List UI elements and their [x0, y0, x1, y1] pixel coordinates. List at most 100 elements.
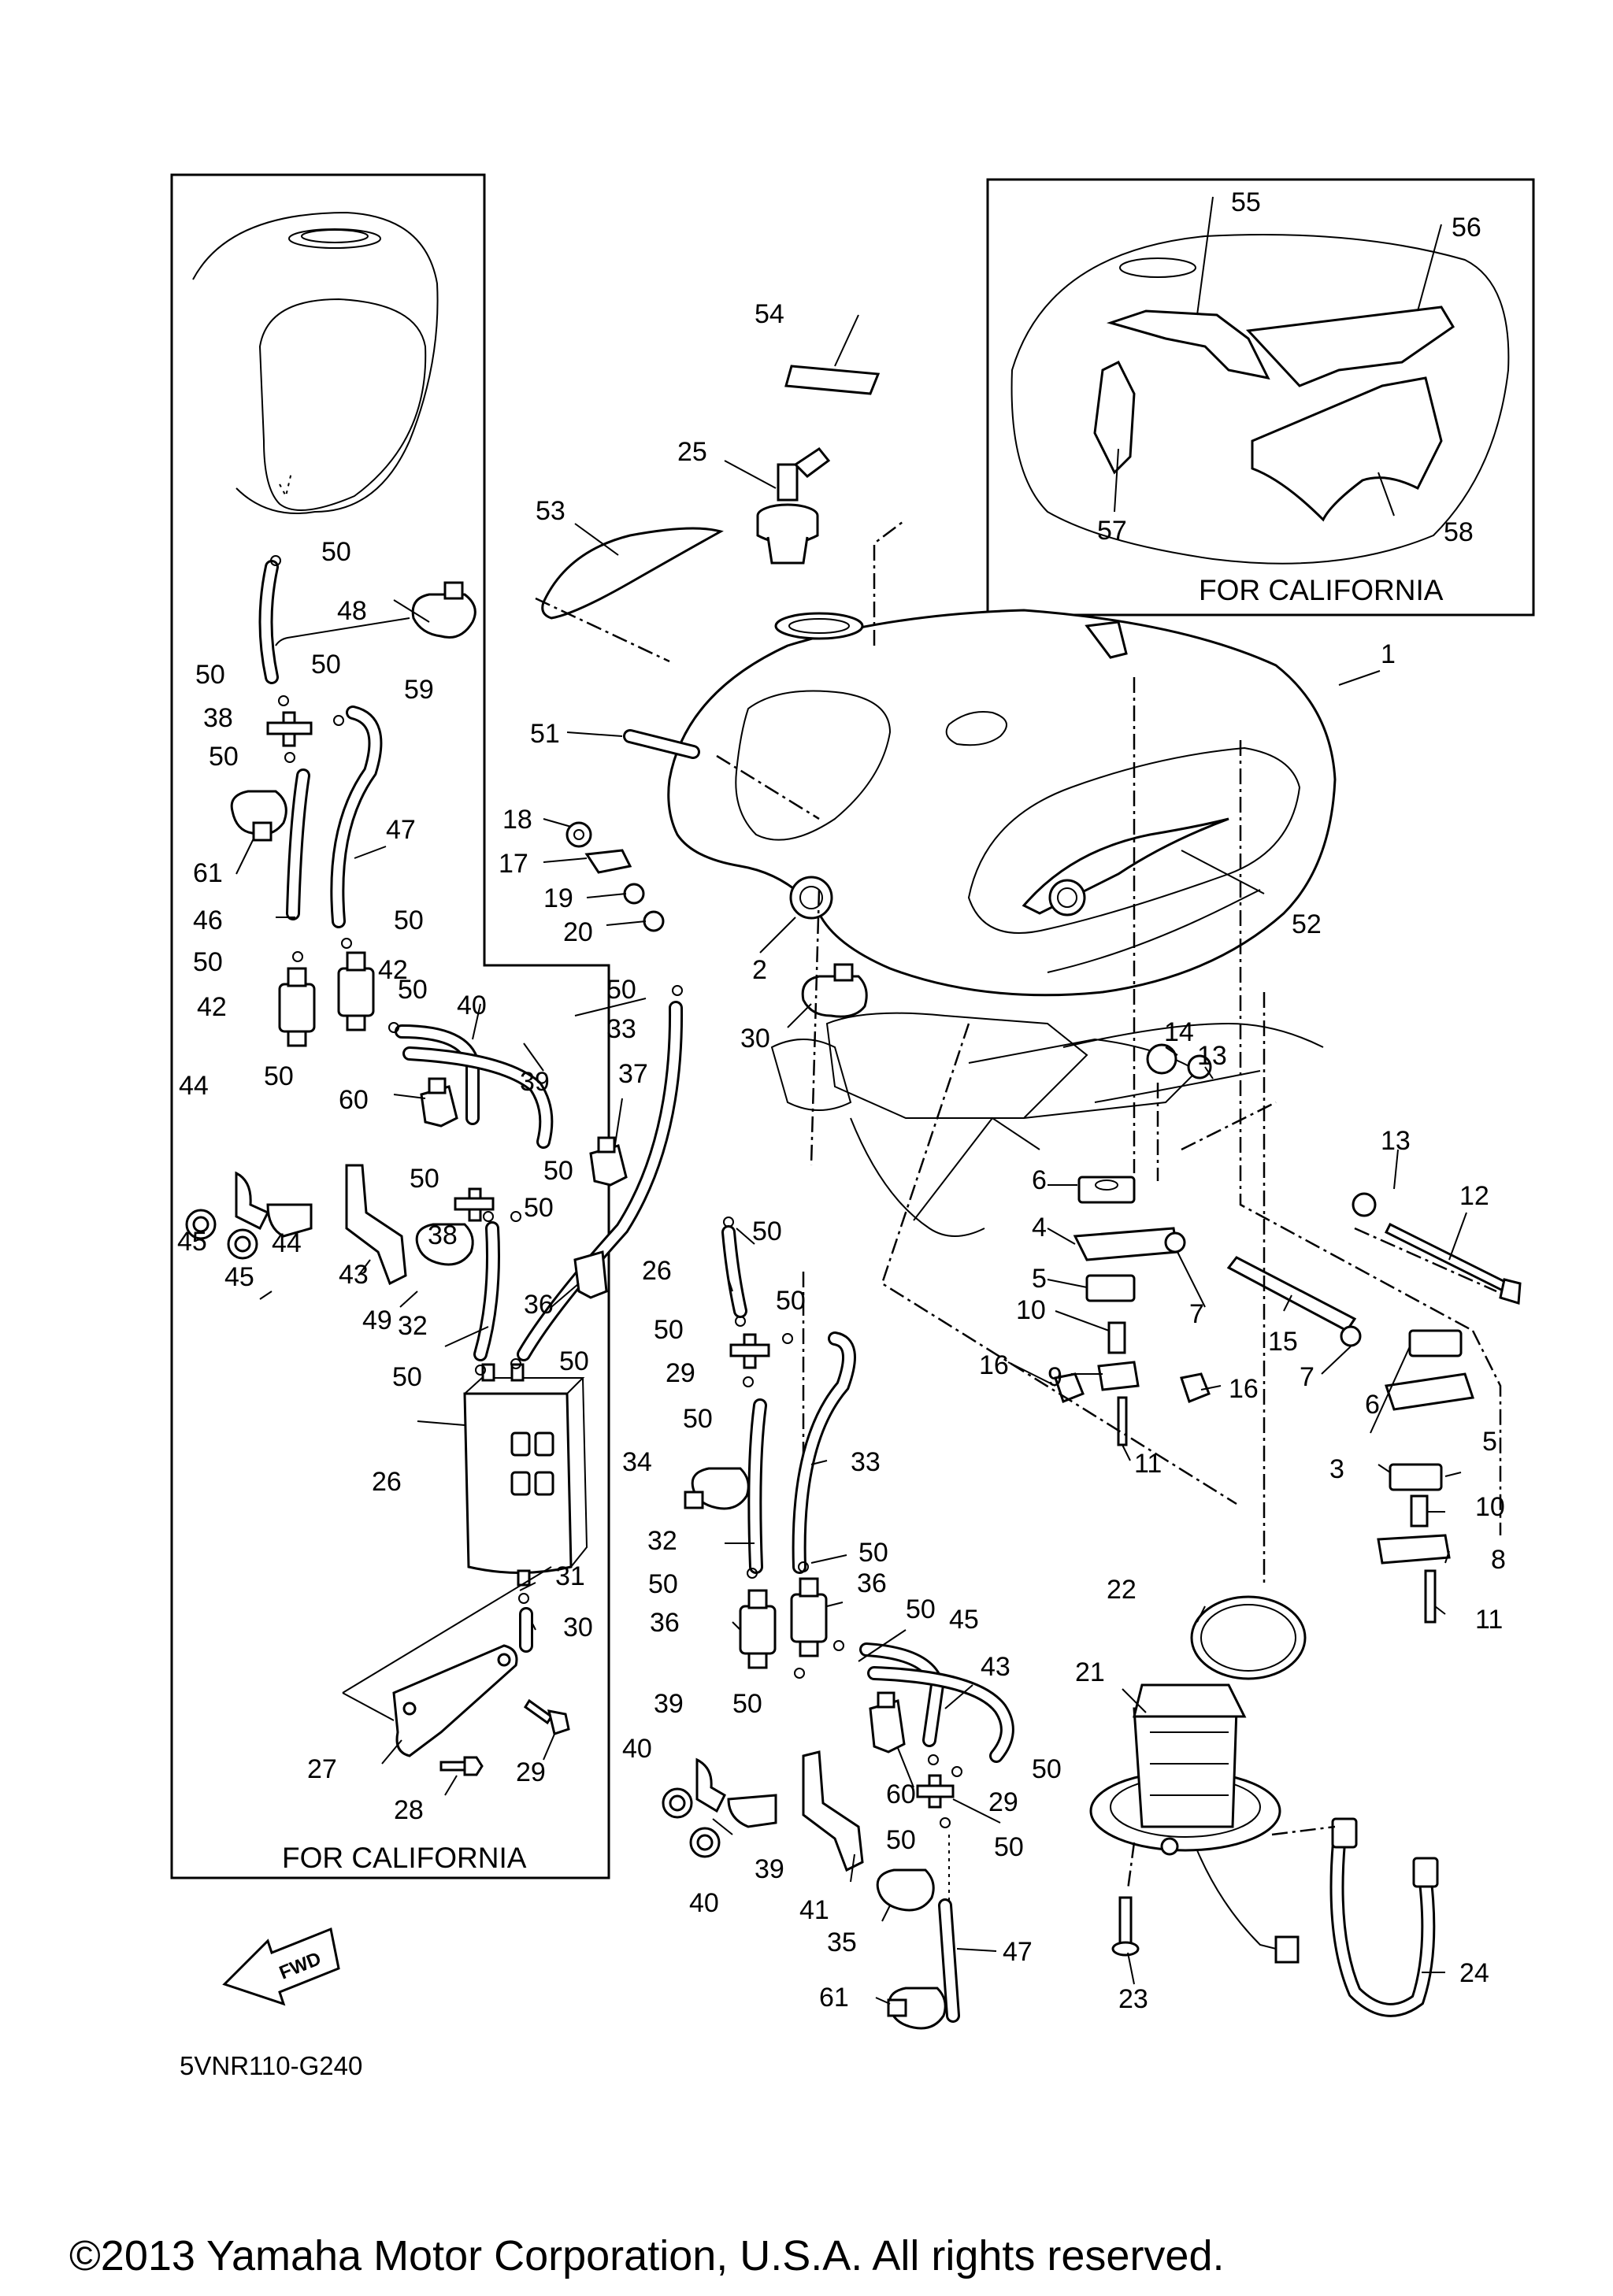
diagram-code: 5VNR110-G240 — [180, 2051, 362, 2080]
callout-32: 32 — [398, 1311, 428, 1341]
callout-24: 24 — [1459, 1958, 1489, 1988]
fuel-tank-1 — [667, 609, 1337, 997]
hose-48 — [258, 560, 279, 684]
callout-30: 30 — [563, 1613, 593, 1642]
brackets-43-44-left — [185, 1164, 407, 1286]
callout-28: 28 — [394, 1795, 424, 1825]
clamp-36-left — [573, 1250, 608, 1299]
t-joint-38-left — [266, 711, 313, 747]
hose-26-center — [721, 1225, 747, 1318]
callout-8: 8 — [1491, 1545, 1506, 1575]
callout-30: 30 — [740, 1024, 770, 1054]
tank-outline-california-left — [192, 211, 439, 514]
callout-52: 52 — [1292, 909, 1322, 939]
callout-44: 44 — [272, 1228, 302, 1258]
callout-50: 50 — [1032, 1754, 1062, 1784]
fuel-cap-25 — [756, 446, 831, 565]
callout-60: 60 — [339, 1085, 369, 1115]
callout-6: 6 — [1365, 1390, 1380, 1420]
callout-12: 12 — [1459, 1181, 1489, 1211]
wire-harness-24 — [1196, 1817, 1439, 2017]
callout-50: 50 — [321, 537, 351, 567]
callout-46: 46 — [193, 905, 223, 935]
callout-50: 50 — [195, 660, 225, 690]
callout-45: 45 — [177, 1227, 207, 1257]
hose-clips-center — [723, 1217, 962, 1828]
california-label-top-right: FOR CALIFORNIA — [1199, 574, 1444, 606]
callout-50: 50 — [524, 1193, 554, 1223]
callout-47: 47 — [386, 815, 416, 845]
callout-50: 50 — [648, 1569, 678, 1599]
callout-47: 47 — [1003, 1937, 1033, 1967]
callout-50: 50 — [559, 1346, 589, 1376]
fuel-pump-21 — [1089, 1683, 1281, 1856]
callout-50: 50 — [776, 1286, 806, 1316]
valve-42-right — [337, 951, 375, 1031]
callout-10: 10 — [1475, 1492, 1505, 1522]
callout-50: 50 — [193, 947, 223, 977]
callout-31: 31 — [555, 1561, 585, 1591]
clamp-61-center — [887, 1987, 947, 2030]
t-joint-29-lower-center — [916, 1774, 955, 1809]
canister-26 — [463, 1363, 588, 1587]
callout-29: 29 — [988, 1787, 1018, 1817]
callout-61: 61 — [819, 1983, 849, 2013]
callout-50: 50 — [683, 1404, 713, 1434]
callout-7: 7 — [1300, 1362, 1315, 1392]
clamp-35 — [876, 1868, 935, 1912]
leader-lines — [235, 196, 1467, 2005]
callout-34: 34 — [622, 1447, 652, 1477]
callout-19: 19 — [543, 883, 573, 913]
callout-17: 17 — [499, 849, 528, 879]
hose-32-left — [473, 1221, 500, 1361]
callout-50: 50 — [410, 1164, 439, 1194]
callout-39: 39 — [755, 1854, 784, 1884]
hose-40-39 — [395, 1024, 554, 1149]
callout-33: 33 — [606, 1014, 636, 1044]
callout-26: 26 — [372, 1467, 402, 1497]
callout-11: 11 — [1134, 1449, 1162, 1479]
pump-reference-line — [1271, 1825, 1336, 1836]
clamp-59 — [411, 581, 476, 639]
bracket-link-line — [342, 1566, 552, 1694]
callout-50: 50 — [264, 1061, 294, 1091]
callout-27: 27 — [307, 1754, 337, 1784]
callout-51: 51 — [530, 719, 560, 749]
callout-48: 48 — [337, 596, 367, 626]
callout-42: 42 — [378, 955, 408, 985]
bolt-12 — [1384, 1222, 1522, 1305]
callout-16: 16 — [1229, 1374, 1259, 1404]
callout-33: 33 — [851, 1447, 881, 1477]
callout-50: 50 — [752, 1217, 782, 1246]
bolt-23-reference — [1126, 1842, 1136, 1890]
callout-20: 20 — [563, 917, 593, 947]
callout-60: 60 — [886, 1779, 916, 1809]
callout-9: 9 — [1048, 1362, 1062, 1392]
california-left-box-outline — [170, 173, 610, 1879]
hose-46 — [286, 768, 310, 920]
callout-39: 39 — [520, 1067, 550, 1097]
callout-50: 50 — [906, 1594, 936, 1624]
damper-18 — [565, 821, 592, 848]
hose-47 — [330, 705, 383, 928]
nut-20 — [643, 910, 665, 932]
callout-5: 5 — [1482, 1427, 1497, 1457]
callout-37: 37 — [618, 1059, 648, 1089]
callout-10: 10 — [1016, 1295, 1046, 1325]
shaft-15 — [1226, 1256, 1362, 1347]
bolt-29-left — [523, 1698, 570, 1735]
brackets-39-41-center — [662, 1750, 864, 1872]
callout-numbers: 1 2 3 4 5 5 6 6 7 7 8 9 10 10 11 11 12 1… — [177, 187, 1506, 2014]
fwd-arrow-icon: FWD — [222, 1927, 340, 2006]
clamp-34 — [684, 1467, 750, 1510]
hose-33-center — [792, 1331, 856, 1574]
callout-32: 32 — [647, 1526, 677, 1556]
bracket-link-line-2 — [342, 1692, 395, 1721]
callout-44: 44 — [179, 1071, 209, 1101]
bolt-28 — [439, 1756, 484, 1776]
hose-47-center — [938, 1835, 960, 2023]
callout-50: 50 — [209, 742, 239, 772]
clamp-37 — [589, 1136, 628, 1187]
callout-22: 22 — [1107, 1575, 1137, 1605]
